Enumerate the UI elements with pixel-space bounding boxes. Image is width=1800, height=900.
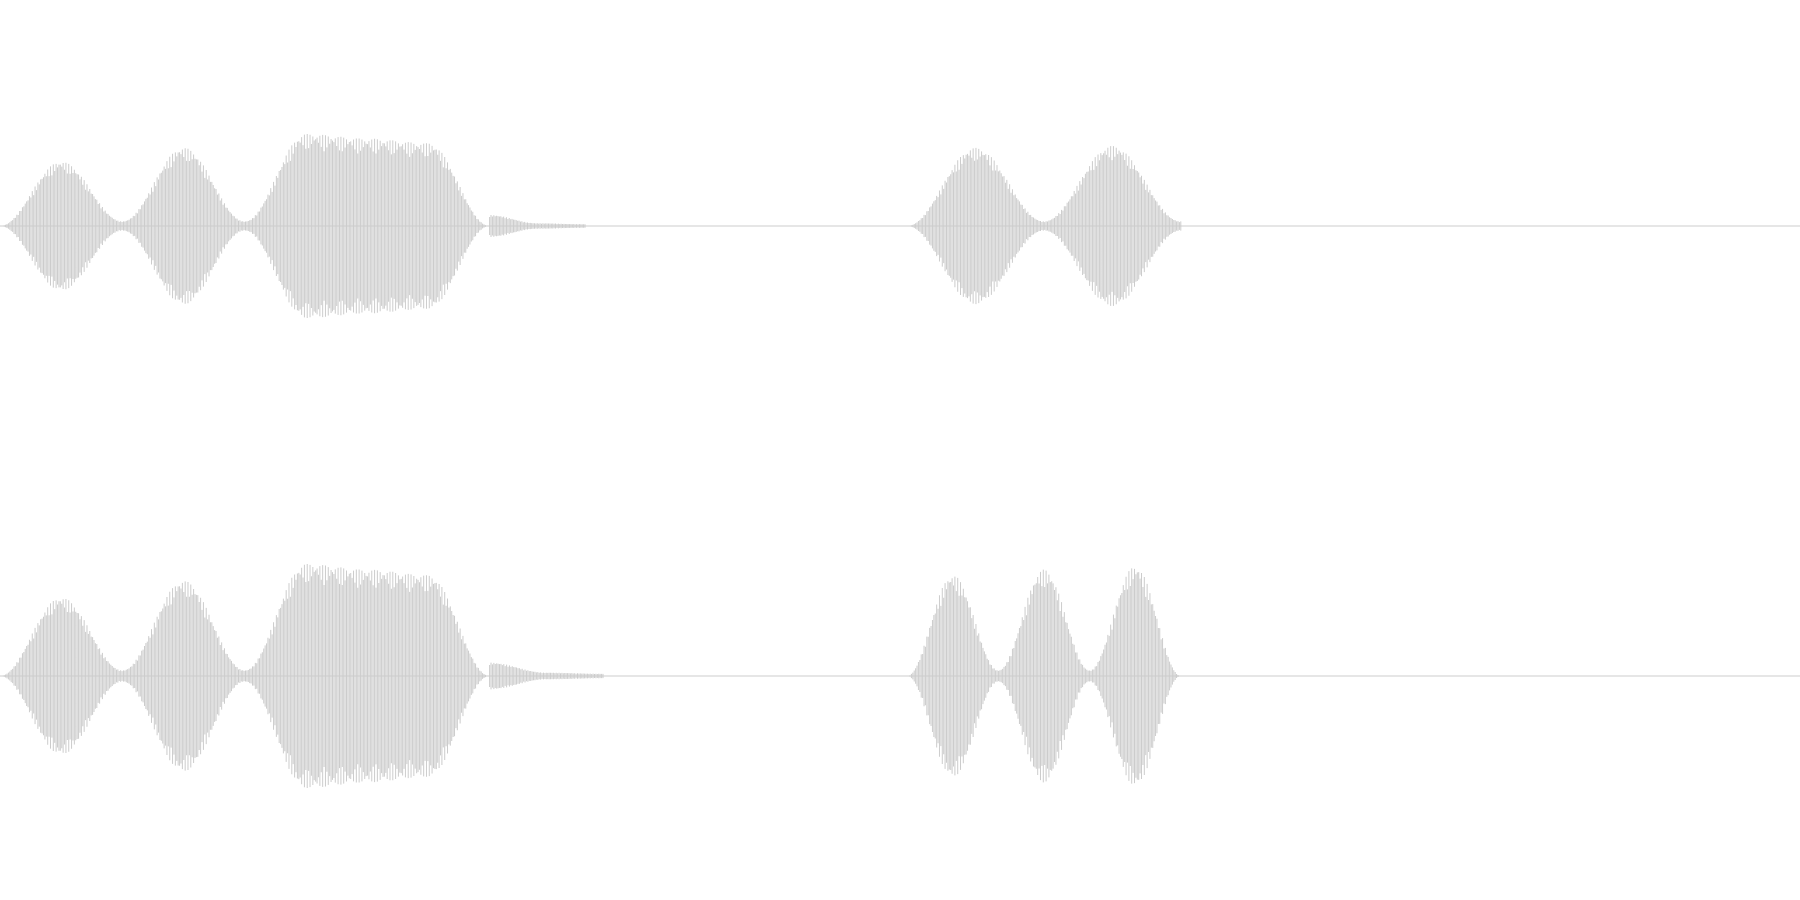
waveform-segment	[0, 134, 489, 318]
waveform-segment	[489, 214, 586, 238]
channel-top-waveform	[0, 134, 1800, 318]
waveform-segment	[908, 146, 1182, 306]
channel-bottom-waveform	[0, 564, 1800, 788]
waveform-segment	[0, 564, 489, 788]
waveform-segment	[908, 568, 1180, 784]
waveform-segment	[489, 662, 604, 690]
